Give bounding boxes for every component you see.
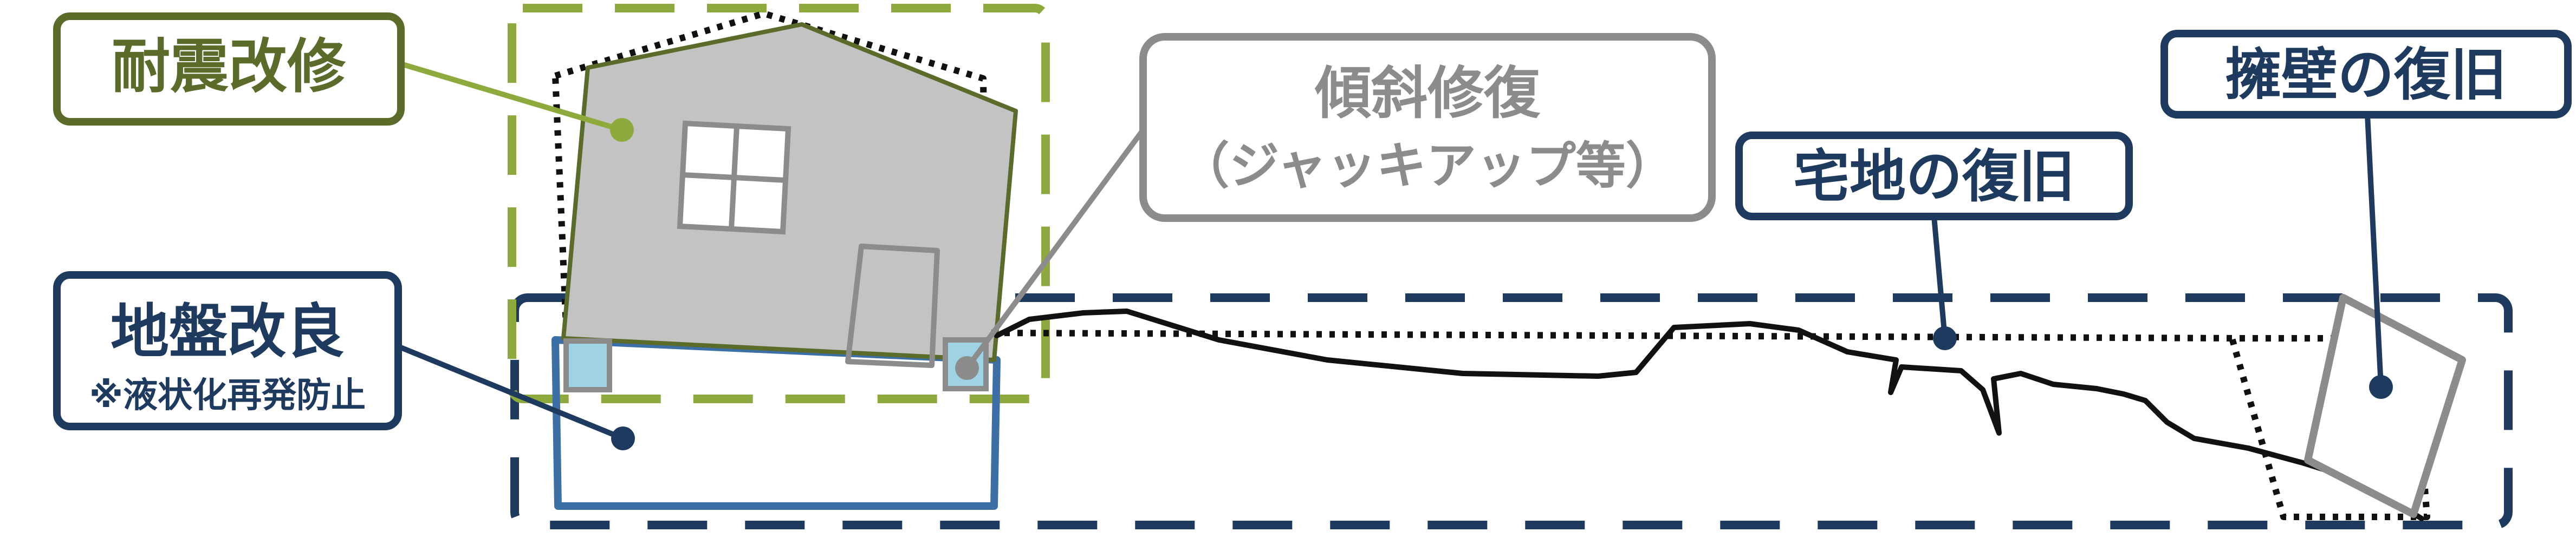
retaining-wall-label: 擁壁の復旧	[2225, 42, 2507, 108]
tilted-retaining-wall	[2304, 294, 2466, 518]
door-icon	[845, 244, 940, 368]
leader-seismic-retrofit	[400, 61, 634, 142]
tilt-repair-label-line2: （ジャッキアップ等）	[1179, 137, 1675, 195]
leader-ground-improvement	[397, 344, 635, 450]
leader-tilt-repair	[955, 128, 1146, 380]
ground-improvement-note: ※液状化再発防止	[89, 376, 366, 416]
tilt-repair-label-box: 傾斜修復 （ジャッキアップ等）	[1139, 33, 1716, 222]
damaged-ground-profile	[994, 309, 2424, 521]
tilt-repair-label-line1: 傾斜修復	[1314, 60, 1541, 126]
seismic-retrofit-label: 耐震改修	[112, 33, 346, 101]
residential-land-label-box: 宅地の復旧	[1735, 132, 2133, 220]
leader-retaining-wall	[2365, 114, 2393, 399]
seismic-retrofit-label-box: 耐震改修	[53, 12, 405, 126]
residential-land-label: 宅地の復旧	[1793, 143, 2075, 209]
tilted-house	[561, 22, 1018, 362]
leader-residential-land	[1931, 216, 1957, 350]
ground-improvement-label: 地盤改良	[111, 298, 345, 366]
retaining-wall-label-box: 擁壁の復旧	[2160, 30, 2572, 119]
left-jack	[563, 338, 612, 392]
ground-improvement-label-box: 地盤改良 ※液状化再発防止	[53, 271, 402, 430]
original-ground-dotted-line	[991, 330, 2430, 520]
window-icon	[677, 120, 791, 235]
land-area-dashed-frame	[510, 293, 2513, 529]
